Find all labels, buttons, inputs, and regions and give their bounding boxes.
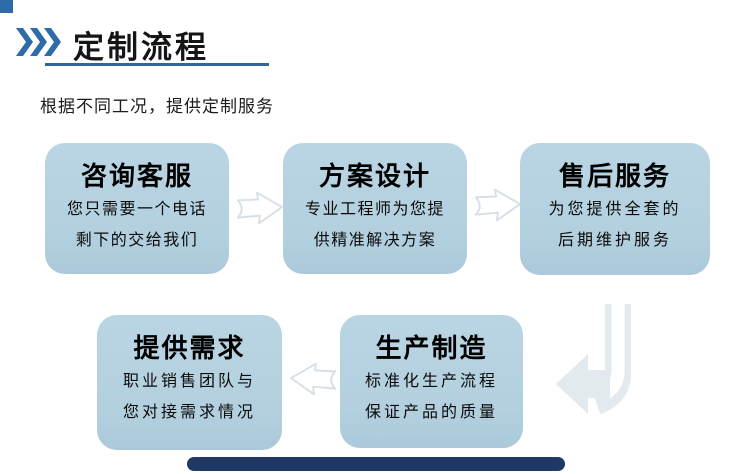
step-text-line: 您只需要一个电话 — [66, 199, 207, 218]
right-block-arrow-icon — [474, 188, 521, 222]
step-text-line: 剩下的交给我们 — [75, 230, 199, 249]
page-title: 定制流程 — [73, 30, 209, 65]
step-text-line: 后期维护服务 — [557, 230, 672, 249]
step-box-design: 方案设计 专业工程师为您提 供精准解决方案 — [283, 143, 467, 274]
corner-accent-square — [0, 0, 13, 13]
step-text-line: 保证产品的质量 — [364, 402, 498, 421]
right-block-arrow-icon — [236, 191, 283, 225]
left-block-arrow-icon — [290, 362, 337, 396]
step-text-line: 为您提供全套的 — [548, 199, 682, 218]
step-title: 方案设计 — [318, 161, 431, 191]
title-underline — [45, 63, 269, 66]
triple-chevron-right-icon — [16, 28, 61, 56]
step-box-manufacturing: 生产制造 标准化生产流程 保证产品的质量 — [340, 315, 523, 448]
step-box-consult: 咨询客服 您只需要一个电话 剩下的交给我们 — [45, 143, 229, 274]
step-title: 提供需求 — [133, 333, 246, 363]
step-text-line: 专业工程师为您提 — [304, 199, 445, 218]
step-box-aftersales: 售后服务 为您提供全套的 后期维护服务 — [520, 143, 710, 275]
step-title: 咨询客服 — [80, 161, 193, 191]
step-box-requirements: 提供需求 职业销售团队与 您对接需求情况 — [97, 315, 282, 450]
bottom-divider-bar — [187, 457, 565, 471]
step-text-line: 标准化生产流程 — [364, 371, 498, 390]
curved-turn-left-arrow-icon — [556, 296, 634, 415]
step-title: 售后服务 — [558, 161, 671, 191]
section-subtitle: 根据不同工况，提供定制服务 — [40, 97, 274, 116]
step-text-line: 职业销售团队与 — [122, 371, 256, 390]
step-title: 生产制造 — [375, 333, 488, 363]
step-text-line: 供精准解决方案 — [313, 230, 437, 249]
step-text-line: 您对接需求情况 — [122, 402, 256, 421]
